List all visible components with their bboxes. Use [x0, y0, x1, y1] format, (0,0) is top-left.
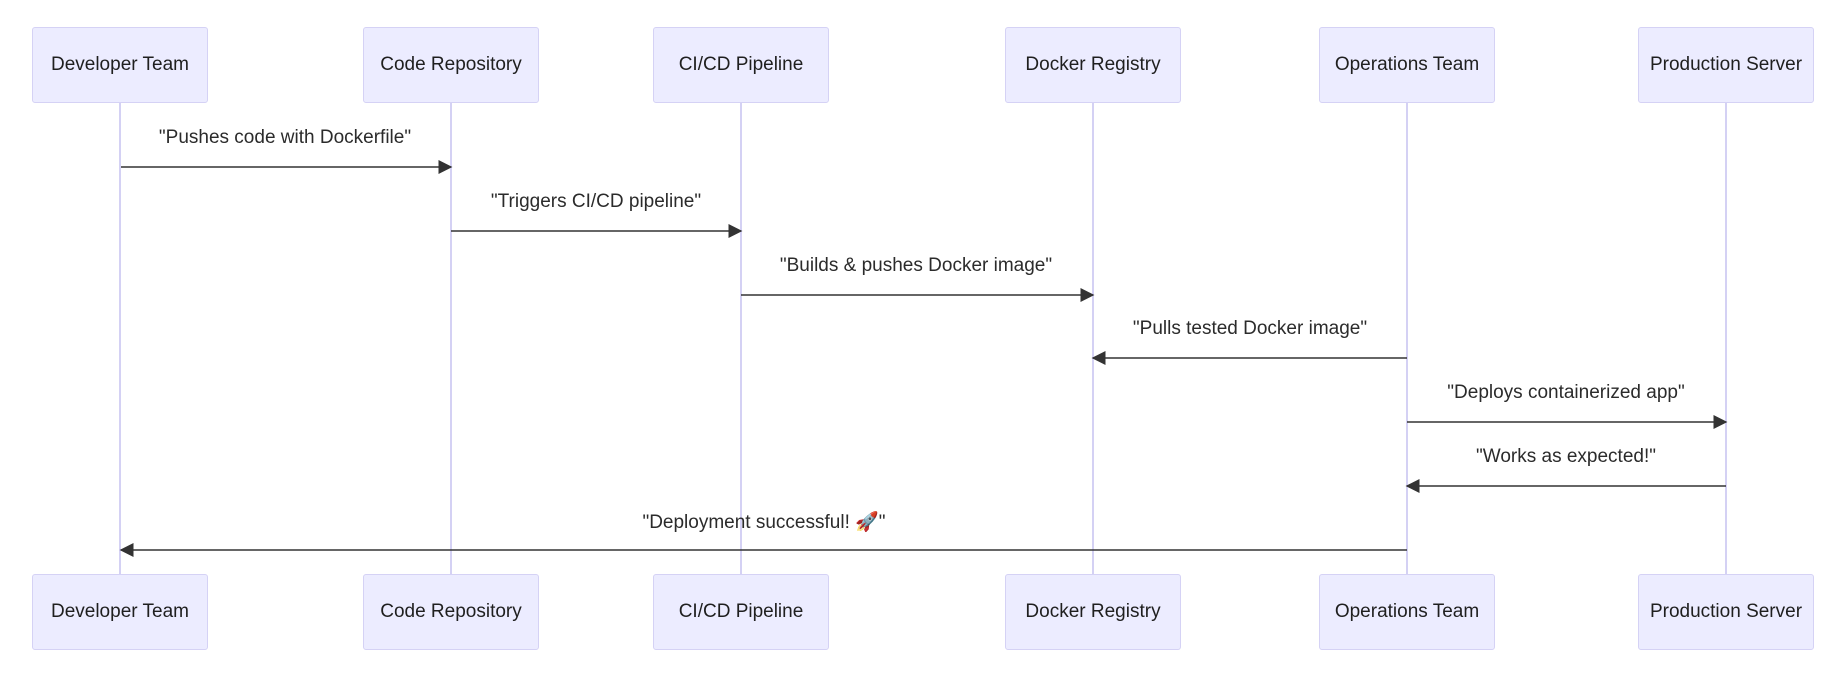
lifeline-operations-team [1406, 103, 1408, 574]
participant-code-repository-bottom: Code Repository [363, 574, 539, 650]
participant-ci-cd-pipeline-top: CI/CD Pipeline [653, 27, 829, 103]
lifeline-developer-team [119, 103, 121, 574]
message-label-3: "Builds & pushes Docker image" [779, 255, 1053, 276]
lifeline-docker-registry [1092, 103, 1094, 574]
lifeline-production-server [1725, 103, 1727, 574]
participant-docker-registry-top: Docker Registry [1005, 27, 1181, 103]
message-label-1: "Pushes code with Dockerfile" [158, 127, 412, 148]
participant-ci-cd-pipeline-bottom: CI/CD Pipeline [653, 574, 829, 650]
lifeline-code-repository [450, 103, 452, 574]
message-label-5: "Deploys containerized app" [1447, 382, 1685, 403]
message-label-6: "Works as expected!" [1476, 446, 1656, 467]
participant-production-server-top: Production Server [1638, 27, 1814, 103]
message-label-7: "Deployment successful! 🚀" [642, 512, 886, 533]
participant-developer-team-top: Developer Team [32, 27, 208, 103]
participant-production-server-bottom: Production Server [1638, 574, 1814, 650]
participant-operations-team-top: Operations Team [1319, 27, 1495, 103]
message-label-4: "Pulls tested Docker image" [1132, 318, 1368, 339]
participant-docker-registry-bottom: Docker Registry [1005, 574, 1181, 650]
participant-developer-team-bottom: Developer Team [32, 574, 208, 650]
lifeline-ci-cd-pipeline [740, 103, 742, 574]
participant-operations-team-bottom: Operations Team [1319, 574, 1495, 650]
message-label-2: "Triggers CI/CD pipeline" [490, 191, 702, 212]
participant-code-repository-top: Code Repository [363, 27, 539, 103]
